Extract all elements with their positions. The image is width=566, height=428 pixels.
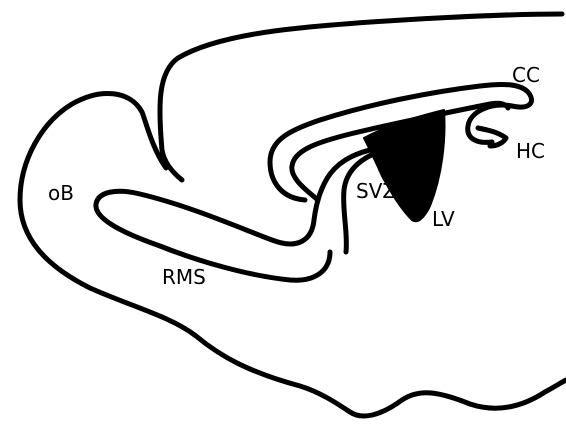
hippocampus-hook	[468, 105, 512, 146]
label-hc: HC	[516, 139, 545, 163]
rms-loop	[96, 148, 378, 280]
label-svz: SVZ	[356, 179, 396, 203]
label-rms: RMS	[162, 265, 206, 289]
label-lv: LV	[432, 207, 455, 231]
label-cc: CC	[512, 63, 540, 87]
label-ob: oB	[48, 181, 74, 205]
